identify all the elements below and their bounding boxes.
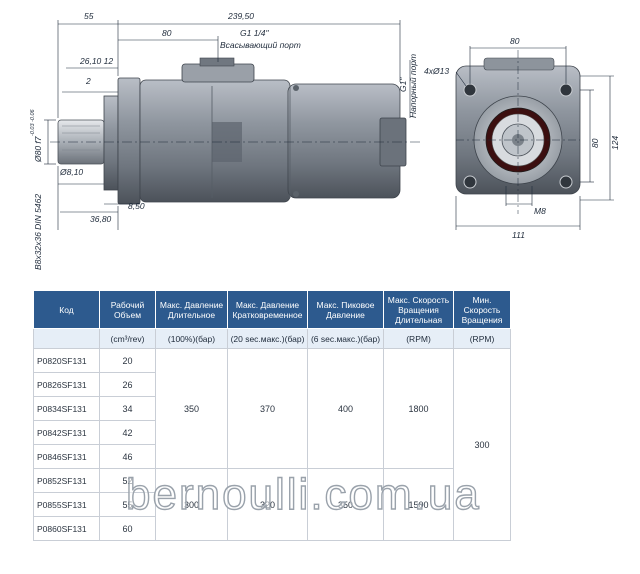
displacement: 42 [99,420,156,445]
col-cont-pressure: Макс. Давление Длительное [155,290,228,329]
header-row: Код Рабочий Объем Макс. Давление Длитель… [33,290,511,329]
displacement: 60 [99,516,156,541]
table-row: P0860SF131 60 [33,516,511,541]
unit-short-pressure: (20 sec.макс.)(бар) [227,328,308,349]
max-speed-group1: 1800 [383,348,454,469]
dim-m8: M8 [534,206,546,216]
displacement: 52 [99,468,156,493]
spec-table: Код Рабочий Объем Макс. Давление Длитель… [33,290,511,541]
table-row: P0826SF131 26 [33,372,511,397]
unit-code [33,328,100,349]
dim-124: 124 [610,136,620,150]
displacement: 26 [99,372,156,397]
min-speed: 300 [453,348,511,541]
unit-peak-pressure: (6 sec.макс.)(бар) [307,328,384,349]
units-row: (cm³/rev) (100%)(бар) (20 sec.макс.)(бар… [33,328,511,349]
dim-111: 111 [512,230,525,240]
model-code: P0846SF131 [33,444,100,469]
unit-cont-pressure: (100%)(бар) [155,328,228,349]
dim-80: 80 [162,28,172,38]
peak-pressure-group1: 400 [307,348,384,469]
displacement: 55 [99,492,156,517]
unit-max-speed: (RPM) [383,328,454,349]
model-code: P0826SF131 [33,372,100,397]
short-pressure-group2: 320 [227,468,308,541]
dim-bolt-holes: 4xØ13 [424,66,449,76]
dim-d80-f7: Ø80 f7 [33,136,43,163]
unit-min-speed: (RPM) [453,328,511,349]
dim-side-80: 80 [590,138,600,148]
table-row: P0852SF131 52 300 320 350 1500 [33,468,511,541]
table-row: P0820SF131 20 350 370 400 1800 300 [33,348,511,541]
max-speed-group2: 1500 [383,468,454,541]
col-peak-pressure: Макс. Пиковое Давление [307,290,384,329]
suction-thread: G1 1/4" [240,28,270,38]
table-row: P0842SF131 42 [33,420,511,445]
model-code: P0842SF131 [33,420,100,445]
unit-displacement: (cm³/rev) [99,328,156,349]
displacement: 46 [99,444,156,469]
pressure-thread: G1" [398,77,408,92]
table-row: P0834SF131 34 [33,396,511,421]
dim-d8-10: Ø8,10 [59,167,83,177]
dim-36-80: 36,80 [90,214,112,224]
dim-tolerance: -0.03 -0.06 [30,108,36,136]
pressure-port-label: Напорный порт [408,54,418,118]
side-dimensions [44,20,411,230]
front-dimensions [455,46,614,230]
col-code: Код [33,290,100,329]
col-short-pressure: Макс. Давление Кратковременное [227,290,308,329]
pump-front-view [455,50,581,214]
short-pressure-group1: 370 [227,348,308,469]
technical-drawing: 55 239,50 80 G1 1/4" Всасывающий порт 26… [30,11,620,270]
dim-2: 2 [85,76,91,86]
col-displacement: Рабочий Объем [99,290,156,329]
dim-26-10-12: 26,10 12 [79,56,113,66]
side-dimension-labels: 55 239,50 80 G1 1/4" Всасывающий порт 26… [30,11,418,270]
dim-239-50: 239,50 [227,11,254,21]
model-code: P0860SF131 [33,516,100,541]
dim-front-80: 80 [510,36,520,46]
displacement: 34 [99,396,156,421]
spline-spec: B8x32x36 DIN 5462 [33,194,43,270]
col-min-speed: Мин. Скорость Вращения [453,290,511,329]
model-code: P0855SF131 [33,492,100,517]
dim-8-50: 8,50 [128,201,145,211]
suction-port-label: Всасывающий порт [220,40,301,50]
model-code: P0834SF131 [33,396,100,421]
model-code: P0820SF131 [33,348,100,373]
front-dimension-labels: 80 4xØ13 80 124 M8 111 [424,36,620,240]
dim-55: 55 [84,11,94,21]
cont-pressure-group2: 300 [155,468,228,541]
table-row: P0846SF131 46 [33,444,511,469]
pump-side-view [50,57,420,205]
model-code: P0852SF131 [33,468,100,493]
peak-pressure-group2: 350 [307,468,384,541]
displacement: 20 [99,348,156,373]
cont-pressure-group1: 350 [155,348,228,469]
col-max-speed: Макс. Скорость Вращения Длительная [383,290,454,329]
